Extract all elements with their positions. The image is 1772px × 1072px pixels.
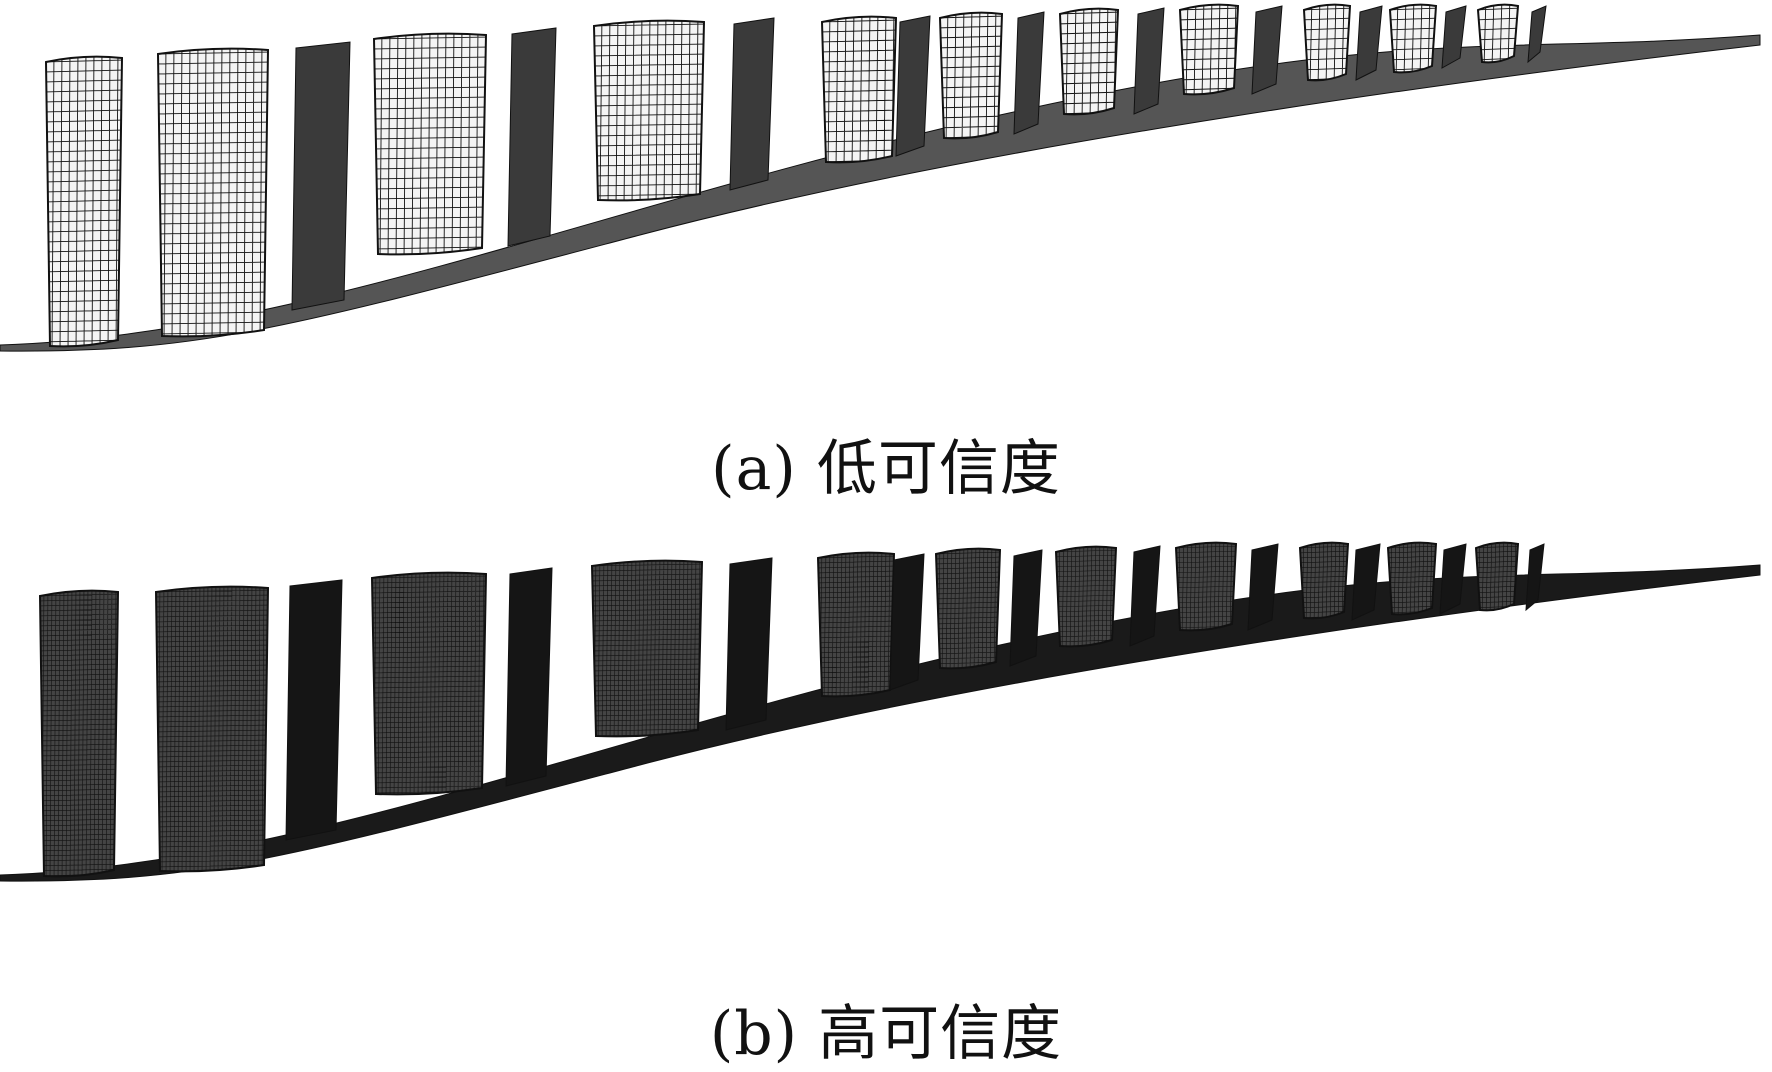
blade-pressure-face bbox=[590, 559, 704, 738]
blade-pressure-face bbox=[1054, 545, 1118, 648]
blade-pressure-face bbox=[370, 571, 488, 796]
blade-pressure-face bbox=[372, 32, 488, 256]
blade-side bbox=[889, 553, 925, 691]
blade-side bbox=[1251, 5, 1283, 95]
blade-pressure-face bbox=[156, 47, 270, 338]
blade-side bbox=[1129, 545, 1161, 647]
blade-pressure-face bbox=[1058, 7, 1120, 116]
blade-pressure-face bbox=[38, 589, 120, 878]
blade-side bbox=[285, 579, 343, 841]
caption-high-fidelity: (b) 高可信度 bbox=[709, 999, 1063, 1069]
hub-surface bbox=[0, 564, 1761, 882]
blade-side bbox=[1009, 549, 1043, 667]
blade-side bbox=[291, 41, 351, 311]
blade-side bbox=[895, 15, 931, 157]
blade-side bbox=[725, 557, 773, 731]
blade-side bbox=[1013, 11, 1045, 135]
coarse-blade-mesh bbox=[0, 3, 1761, 352]
blade-pressure-face bbox=[1298, 541, 1350, 620]
blade-pressure-face bbox=[938, 11, 1004, 140]
blade-side bbox=[729, 17, 775, 191]
blade-side bbox=[1133, 7, 1165, 115]
blade-pressure-face bbox=[154, 585, 270, 873]
panel-low-fidelity bbox=[0, 0, 1772, 500]
fine-blade-mesh bbox=[0, 541, 1761, 882]
panel-high-fidelity bbox=[0, 540, 1772, 1067]
blade-pressure-face bbox=[592, 19, 706, 202]
blade-side bbox=[505, 567, 553, 787]
blade-pressure-face bbox=[1474, 541, 1520, 612]
blade-side bbox=[1525, 543, 1545, 612]
blade-side bbox=[1441, 5, 1467, 69]
blade-side bbox=[1355, 5, 1383, 81]
blade-pressure-face bbox=[1178, 3, 1240, 96]
blade-pressure-face bbox=[1174, 541, 1238, 632]
blade-pressure-face bbox=[1388, 3, 1438, 74]
blade-side bbox=[1439, 543, 1467, 615]
blade-pressure-face bbox=[44, 55, 124, 348]
blade-side bbox=[1247, 543, 1279, 631]
blade-pressure-face bbox=[1476, 3, 1520, 64]
hub-surface bbox=[0, 34, 1761, 352]
blade-side bbox=[507, 27, 557, 247]
blade-pressure-face bbox=[1302, 3, 1352, 82]
blade-side bbox=[1351, 543, 1381, 621]
blade-side bbox=[1527, 5, 1547, 64]
blade-pressure-face bbox=[934, 547, 1002, 670]
caption-low-fidelity: (a) 低可信度 bbox=[711, 434, 1061, 504]
blade-pressure-face bbox=[816, 551, 896, 698]
blade-pressure-face bbox=[1386, 541, 1438, 616]
blade-pressure-face bbox=[820, 15, 898, 164]
